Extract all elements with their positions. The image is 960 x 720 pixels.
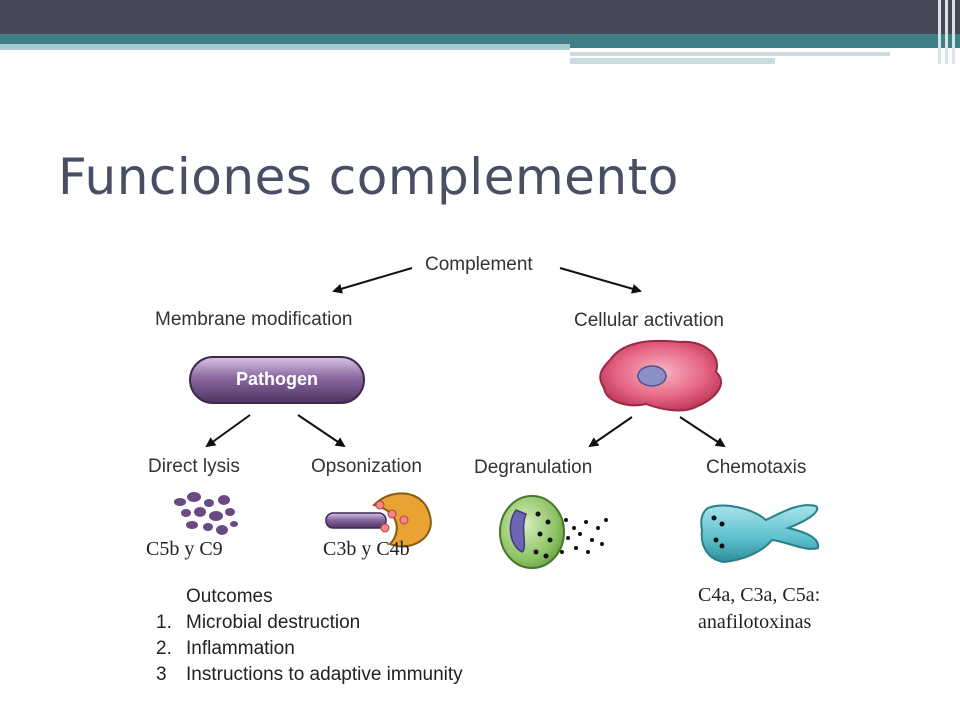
header-light-band-right-2 [570,58,775,64]
lysed-fragments-icon [174,492,238,535]
outcome-item: 1. Microbial destruction [156,610,463,636]
opsonin-icon [375,500,409,533]
outcome-text: Inflammation [186,638,295,659]
opsonization-label: Opsonization [311,456,422,477]
granulocyte-nucleus-icon [509,509,527,553]
slide-header-bar [0,0,960,64]
header-corner-line [945,0,948,64]
outcome-text: Instructions to adaptive immunity [186,664,463,685]
outcome-text: Microbial destruction [186,612,361,633]
arrow-to-chemotaxis [679,416,726,448]
anaphylatoxins-annotation-line1: C4a, C3a, C5a: [698,584,821,606]
chemotaxis-label: Chemotaxis [706,457,807,478]
anaphylatoxins-annotation-line2: anafilotoxinas [698,611,812,633]
degranulation-label: Degranulation [474,457,593,478]
arrow-to-lysis [205,414,251,448]
header-light-band-right [570,52,890,56]
outcome-item: 3 Instructions to adaptive immunity [156,662,463,688]
outcome-number: 2. [156,638,172,659]
opsonized-pathogen-icon [325,512,387,529]
outcomes-heading: Outcomes [186,586,273,607]
header-teal-band-right [570,44,960,48]
granules-icon [533,511,608,559]
direct-lysis-label: Direct lysis [148,456,240,477]
pathogen-pill [189,356,365,404]
outcome-item: 2. Inflammation [156,636,463,662]
arrow-to-degranulation [588,416,633,448]
complement-label: Complement [425,254,533,275]
header-teal-band [0,34,960,44]
granulocyte-icon [499,495,565,569]
arrow-to-cellular [559,267,642,294]
cell-nucleus-icon [637,365,667,387]
arrow-to-opsonization [297,414,346,448]
slide-title: Funciones complemento [58,148,679,206]
membrane-modification-label: Membrane modification [155,309,353,330]
arrow-to-membrane [332,267,413,294]
pathogen-label: Pathogen [235,369,318,389]
header-light-band [0,44,570,50]
lysis-annotation: C5b y C9 [146,538,223,560]
header-corner-line [938,0,941,64]
chemotactic-cell-icon [700,504,820,564]
outcome-number: 3 [156,664,167,685]
header-corner-line [952,0,955,64]
opsonization-annotation: C3b y C4b [323,538,410,560]
chemotactic-cell-granules-icon [711,515,725,549]
outcomes-list: Outcomes 1. Microbial destruction 2. Infla… [156,584,463,688]
cellular-activation-label: Cellular activation [574,310,724,331]
outcome-number: 1. [156,612,172,633]
